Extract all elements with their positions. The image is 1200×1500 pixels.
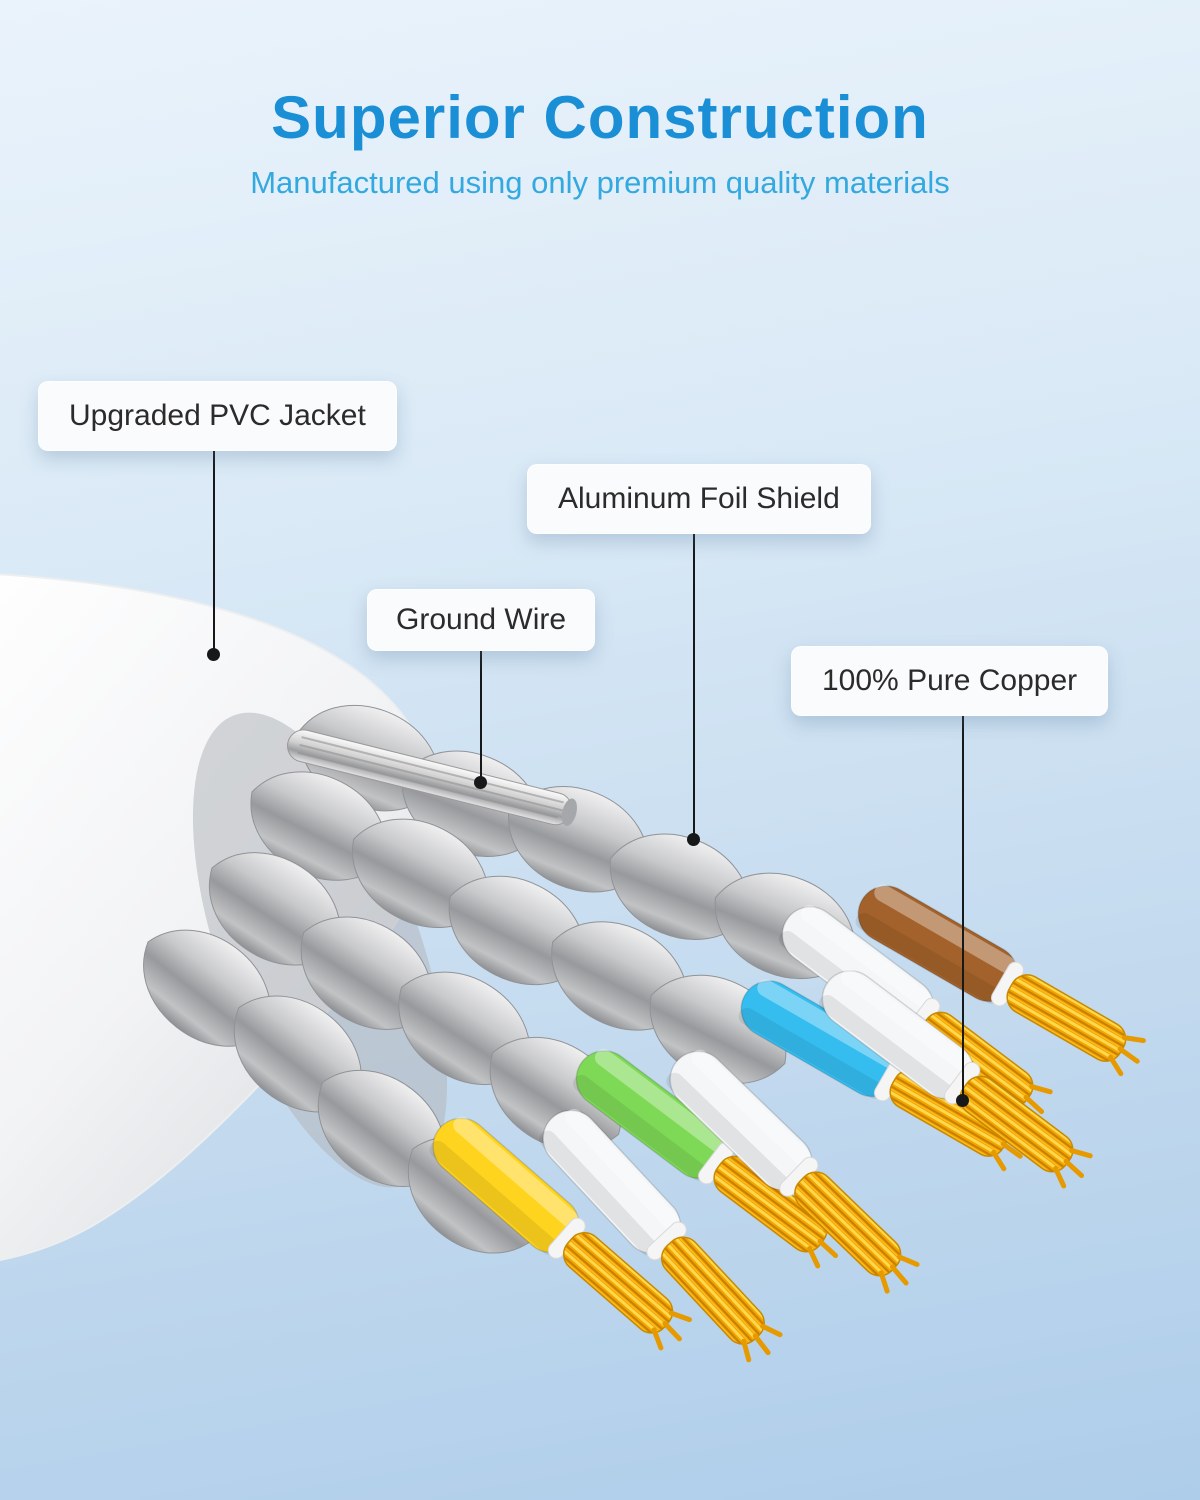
leader-line-pure-copper — [956, 714, 969, 1107]
leader-dot — [956, 1094, 969, 1107]
header: Superior Construction Manufactured using… — [0, 86, 1200, 201]
callout-label: Upgraded PVC Jacket — [69, 399, 366, 432]
leader-line-pvc-jacket — [207, 451, 220, 661]
callout-ground-wire: Ground Wire — [367, 589, 596, 651]
callout-pure-copper: 100% Pure Copper — [791, 646, 1109, 716]
leader-line-ground-wire — [474, 649, 487, 789]
callout-label: Aluminum Foil Shield — [558, 482, 840, 515]
page-subtitle: Manufactured using only premium quality … — [250, 165, 950, 200]
leader-dot — [207, 648, 220, 661]
callout-label: 100% Pure Copper — [822, 664, 1078, 697]
leader-dot — [687, 833, 700, 846]
leader-dot — [474, 776, 487, 789]
ground-wire-strand — [287, 729, 577, 826]
leader-line-aluminum-foil-shield — [687, 534, 700, 846]
callout-aluminum-foil-shield: Aluminum Foil Shield — [527, 464, 871, 534]
callout-pvc-jacket: Upgraded PVC Jacket — [38, 381, 397, 451]
callout-label: Ground Wire — [396, 603, 567, 636]
page-title: Superior Construction — [271, 84, 929, 151]
